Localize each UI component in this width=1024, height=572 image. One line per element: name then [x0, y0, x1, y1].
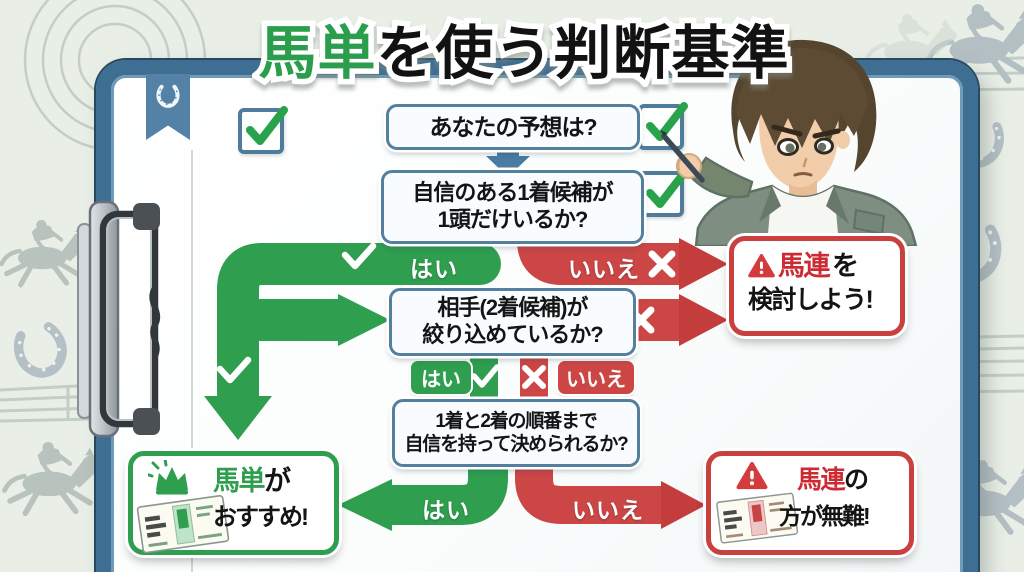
result-box-umaren-safer: 馬連の 方が無難! — [706, 451, 914, 555]
horseshoe-icon — [156, 84, 180, 108]
check-icon — [471, 364, 500, 388]
result-highlight: 馬単 — [213, 466, 266, 496]
result-text: が — [264, 466, 291, 496]
result-highlight: 馬連 — [778, 251, 831, 281]
result-box-umatan-recommend: 馬単が おすすめ! — [128, 451, 339, 555]
question-text: 1着と2着の順番まで — [435, 410, 597, 432]
check-icon — [646, 102, 688, 141]
question-text: 1頭だけいるか? — [437, 207, 589, 232]
result-box-umaren-consider: 馬連を 検討しよう! — [729, 236, 905, 336]
check-icon — [646, 169, 688, 208]
betting-ticket-illustration — [716, 492, 799, 544]
title-highlight: 馬単 — [258, 21, 377, 86]
question-text: 絞り込めているか? — [422, 322, 603, 347]
crown-icon — [148, 460, 188, 495]
result-text: おすすめ! — [213, 503, 309, 531]
question-text: 自信のある1着候補が — [412, 180, 613, 206]
title-outline: 馬単を使う判断基準 — [253, 16, 794, 92]
question-box-3: 相手(2着候補)が 絞り込めているか? — [389, 288, 636, 356]
checkbox — [638, 102, 688, 150]
check-icon — [341, 242, 377, 270]
result-text: 検討しよう! — [748, 285, 874, 314]
pen-icon — [660, 130, 705, 183]
question-text: あなたの予想は? — [429, 113, 597, 140]
binder-clip — [77, 200, 161, 438]
question-box-2: 自信のある1着候補が 1頭だけいるか? — [381, 170, 644, 244]
no-label: いいえ — [568, 256, 640, 282]
cross-icon — [648, 250, 676, 278]
title-text: 馬単を使う判断基準 — [258, 6, 789, 90]
character-illustration — [660, 39, 918, 246]
red-no-path — [517, 238, 728, 290]
betting-ticket-illustration — [136, 494, 230, 554]
question-text: 相手(2着候補)が — [437, 295, 589, 321]
green-yes-path — [204, 242, 501, 440]
result-text: 方が無難! — [779, 502, 871, 529]
yes-label: はい — [410, 256, 458, 282]
margin-line — [191, 150, 193, 572]
question-text: 自信を持って決められるか? — [404, 434, 628, 455]
cross-icon — [522, 365, 546, 389]
checkbox — [238, 106, 288, 154]
result-text: の — [844, 466, 869, 494]
title-rest: を使う判断基準 — [376, 21, 790, 86]
green-yes-path — [338, 452, 508, 531]
check-icon — [216, 356, 252, 384]
question-box-1: あなたの予想は? — [386, 104, 640, 150]
no-label: いいえ — [572, 497, 644, 523]
no-pill: いいえ — [558, 361, 634, 394]
red-no-path — [627, 294, 728, 346]
question-box-4: 1着と2着の順番まで 自信を持って決められるか? — [392, 399, 640, 467]
warning-icon — [748, 254, 775, 278]
yes-pill: はい — [411, 361, 471, 394]
result-text: を — [832, 251, 859, 281]
warning-icon — [736, 462, 768, 490]
check-icon — [246, 106, 288, 145]
result-highlight: 馬連 — [797, 466, 846, 494]
green-yes-connector — [470, 352, 500, 400]
yes-label: はい — [422, 497, 470, 523]
page-title: 馬単を使う判断基準 馬単を使う判断基準 — [253, 6, 794, 92]
